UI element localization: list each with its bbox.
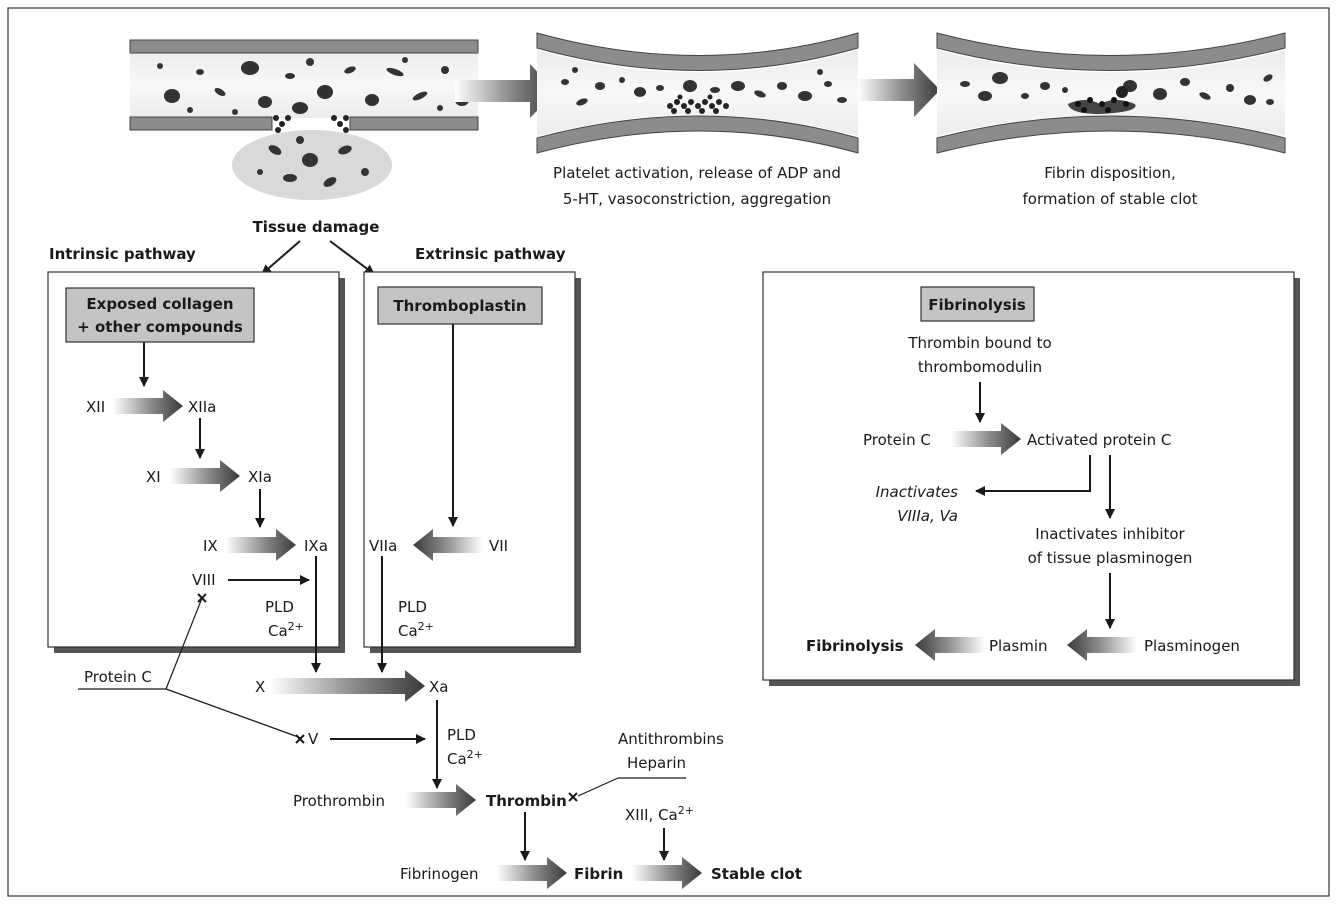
arrow-plasminogen-plasmin xyxy=(1067,629,1137,661)
exposed-collagen-box xyxy=(65,287,255,343)
thrombin-label: Thrombin xyxy=(486,792,567,810)
fibrinolysis-box xyxy=(762,271,1295,681)
stage2-caption-line2: 5-HT, vasoconstriction, aggregation xyxy=(563,190,831,208)
arrow-to-intrinsic xyxy=(261,240,301,275)
factor-ixa: IXa xyxy=(304,537,328,555)
vessel-wall-bottom-left xyxy=(129,116,273,131)
fibrinolysis-title: Fibrinolysis xyxy=(928,296,1026,314)
arrow-prothrombin-thrombin xyxy=(406,784,476,816)
plasminogen-label: Plasminogen xyxy=(1144,637,1240,655)
vessel3-wall-bottom xyxy=(936,115,1286,154)
v-inhibited-mark xyxy=(295,734,305,744)
thrombin-inhibited-mark xyxy=(568,792,578,802)
protein-c-to-v xyxy=(165,688,302,739)
factor-ix: IX xyxy=(203,537,218,555)
arrow-protein-c-activated xyxy=(951,423,1021,455)
fibrinolysis-title-box xyxy=(920,286,1035,322)
thrombin-bound-line1: Thrombin bound to xyxy=(907,334,1051,352)
escaped-cells xyxy=(257,136,369,187)
vessel-damaged xyxy=(129,39,479,200)
stage-arrow-2 xyxy=(858,63,940,117)
stage3-caption-line1: Fibrin disposition, xyxy=(1044,164,1176,182)
factor-viia: VIIa xyxy=(369,537,397,555)
arrow-ix-ixa xyxy=(226,529,296,561)
arrow-vii-viia xyxy=(413,529,483,561)
factor-xi: XI xyxy=(146,468,161,486)
common-protein-c: Protein C xyxy=(84,668,152,686)
plasmin-label: Plasmin xyxy=(989,637,1048,655)
vessel3-cells xyxy=(960,72,1274,105)
arrow-xi-xia xyxy=(170,460,240,492)
inactivates-1-line1: Inactivates xyxy=(876,483,959,501)
exposed-collagen-line1: Exposed collagen xyxy=(86,295,233,313)
platelet-plug-1 xyxy=(273,115,349,133)
platelet-aggregate-2 xyxy=(667,94,729,114)
common-pld: PLD xyxy=(447,726,476,744)
vessel2-cells xyxy=(561,67,847,106)
factor-xiia: XIIa xyxy=(188,398,216,416)
extrinsic-title: Extrinsic pathway xyxy=(415,245,566,263)
common-ca: Ca2+ xyxy=(447,748,483,768)
vessel3-wall-top xyxy=(936,32,1286,71)
intrinsic-pld: PLD xyxy=(265,598,294,616)
vessel-wall-bottom-right xyxy=(349,116,479,131)
fibrin-label: Fibrin xyxy=(574,865,623,883)
vessel2-wall-bottom xyxy=(536,115,859,154)
arrow-x-xa xyxy=(270,670,425,702)
arrow-xii-xiia xyxy=(113,390,183,422)
extrinsic-box xyxy=(363,271,576,648)
inactivates-2-line2: of tissue plasminogen xyxy=(1028,549,1193,567)
stage-arrow-1 xyxy=(455,64,556,118)
factor-vii: VII xyxy=(489,537,508,555)
arrow-fibrin-clot xyxy=(632,857,702,889)
fib-protein-c: Protein C xyxy=(863,431,931,449)
thrombin-bound-line2: thrombomodulin xyxy=(918,358,1042,376)
factor-x: X xyxy=(255,678,265,696)
fibrinogen-label: Fibrinogen xyxy=(400,865,479,883)
stage3-caption-line2: formation of stable clot xyxy=(1023,190,1198,208)
arrow-to-extrinsic xyxy=(329,240,375,275)
thromboplastin-label: Thromboplastin xyxy=(393,297,526,315)
factor-xa: Xa xyxy=(429,678,448,696)
arrow-activated-to-inactivates xyxy=(975,455,1091,496)
intrinsic-ca: Ca2+ xyxy=(268,620,304,640)
activated-protein-c: Activated protein C xyxy=(1027,431,1171,449)
tissue-damage-label: Tissue damage xyxy=(253,218,380,236)
extrinsic-pld: PLD xyxy=(398,598,427,616)
factor-xia: XIa xyxy=(248,468,272,486)
factor-viii: VIII xyxy=(192,571,216,589)
factor-xii: XII xyxy=(86,398,105,416)
antithrombins-label: Antithrombins xyxy=(618,730,724,748)
heparin-label: Heparin xyxy=(627,754,686,772)
extrinsic-ca: Ca2+ xyxy=(398,620,434,640)
vessel2-wall-top xyxy=(536,32,859,71)
vessel-clot xyxy=(936,32,1286,154)
heparin-to-thrombin xyxy=(577,777,619,797)
vessel-constricted xyxy=(536,32,859,154)
arrow-plasmin-fibrinolysis xyxy=(915,629,985,661)
exposed-collagen-line2: + other compounds xyxy=(77,318,243,336)
protein-c-to-viii xyxy=(165,597,203,690)
fibrin-clot xyxy=(1068,86,1136,114)
intrinsic-title: Intrinsic pathway xyxy=(49,245,196,263)
inactivates-1-line2: VIIIa, Va xyxy=(897,507,958,525)
stable-clot-label: Stable clot xyxy=(711,865,802,883)
stage2-caption-line1: Platelet activation, release of ADP and xyxy=(553,164,841,182)
xiii-label: XIII, Ca2+ xyxy=(625,804,694,824)
thromboplastin-box xyxy=(377,286,543,325)
vessel-wall-top xyxy=(129,39,479,54)
factor-v: V xyxy=(308,730,319,748)
arrow-fibrinogen-fibrin xyxy=(497,857,567,889)
inactivates-2-line1: Inactivates inhibitor xyxy=(1035,525,1185,543)
fibrinolysis-result: Fibrinolysis xyxy=(806,637,904,655)
prothrombin-label: Prothrombin xyxy=(293,792,385,810)
